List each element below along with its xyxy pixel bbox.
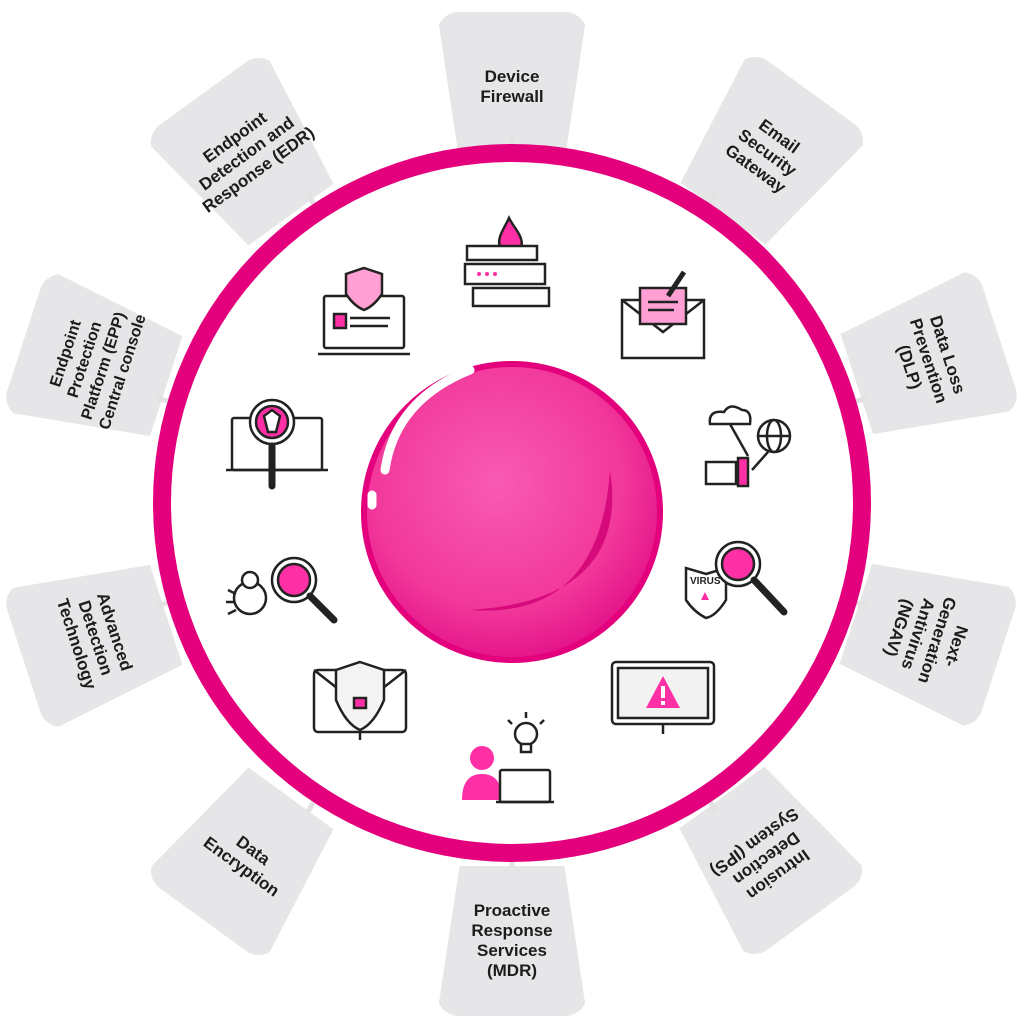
center-sphere [361,361,663,663]
secure-mail-icon [312,660,408,740]
firewall-icon [463,214,551,308]
shield-laptop-icon [318,266,410,356]
search-laptop-icon [226,398,328,490]
bug-scan-icon [226,556,338,624]
virus-label: VIRUS [690,576,721,587]
email-phishing-icon [620,270,706,360]
user-idea-icon [462,712,554,804]
virus-scan-icon: VIRUS [684,540,788,620]
network-cloud-icon [704,405,792,488]
alert-monitor-icon [610,660,716,734]
tab-label: Device Firewall [480,67,544,106]
tab-device-firewall: Device Firewall [437,12,587,162]
